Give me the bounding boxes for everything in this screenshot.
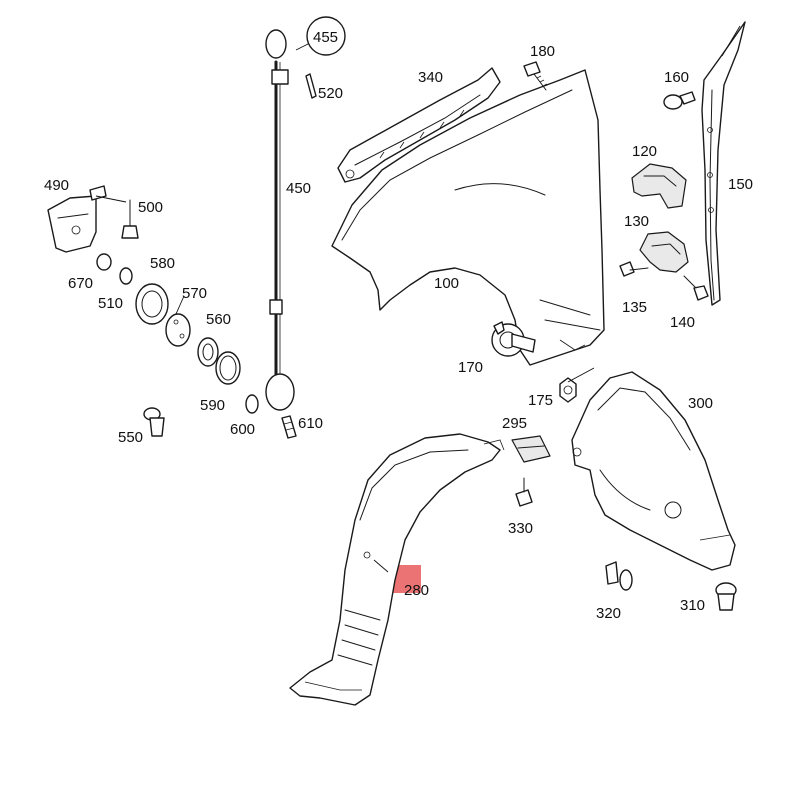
- part-170-stud[interactable]: [491, 321, 536, 357]
- callout-160: 160: [664, 69, 689, 86]
- callout-300: 300: [688, 395, 713, 412]
- part-330-screw[interactable]: [515, 477, 533, 507]
- callout-180: 180: [530, 43, 555, 60]
- part-295-clip[interactable]: [511, 435, 551, 463]
- callout-500: 500: [138, 199, 163, 216]
- callout-600: 600: [230, 421, 255, 438]
- part-520-clip[interactable]: [305, 73, 317, 99]
- part-100-front-fender[interactable]: [331, 69, 605, 366]
- part-175-nut[interactable]: [559, 377, 577, 403]
- callout-labels: 455 520 450 610 340 180 100 170 175 160 …: [44, 16, 753, 622]
- callout-560: 560: [206, 311, 231, 328]
- part-150-side-trim[interactable]: [701, 21, 746, 306]
- part-160-clip[interactable]: [663, 91, 696, 110]
- callout-140: 140: [670, 314, 695, 331]
- part-570-cap[interactable]: [165, 313, 191, 347]
- part-130-bracket[interactable]: [639, 231, 689, 273]
- part-180-bolt[interactable]: [523, 61, 548, 91]
- callout-310: 310: [680, 597, 705, 614]
- callout-455: 455: [313, 29, 338, 46]
- callout-120: 120: [632, 143, 657, 160]
- part-580-seal-ring[interactable]: [135, 283, 169, 325]
- callout-150: 150: [728, 176, 753, 193]
- part-120-bracket[interactable]: [631, 163, 687, 209]
- callout-175: 175: [528, 392, 553, 409]
- callout-135: 135: [622, 299, 647, 316]
- leader-lines: [95, 25, 741, 573]
- callout-280: 280: [404, 582, 429, 599]
- callout-490: 490: [44, 177, 69, 194]
- callout-550: 550: [118, 429, 143, 446]
- callout-100: 100: [434, 275, 459, 292]
- callout-295: 295: [502, 415, 527, 432]
- part-510-nut[interactable]: [119, 267, 133, 285]
- callout-320: 320: [596, 605, 621, 622]
- part-300-wheel-arch-liner[interactable]: [571, 371, 736, 571]
- callout-570: 570: [182, 285, 207, 302]
- part-600-washer[interactable]: [245, 394, 259, 414]
- part-320-fastener[interactable]: [605, 561, 633, 591]
- part-550-push-pin[interactable]: [143, 407, 165, 437]
- callout-580: 580: [150, 255, 175, 272]
- callout-520: 520: [318, 85, 343, 102]
- part-450-support-rod[interactable]: [265, 29, 295, 411]
- part-500-bolt[interactable]: [121, 199, 139, 239]
- part-140-bolt[interactable]: [683, 275, 709, 301]
- callout-610: 610: [298, 415, 323, 432]
- callout-670: 670: [68, 275, 93, 292]
- part-280-wheel-arch-liner[interactable]: [289, 433, 505, 706]
- callout-170: 170: [458, 359, 483, 376]
- callout-450: 450: [286, 180, 311, 197]
- part-590-o-ring[interactable]: [215, 351, 241, 385]
- callout-130: 130: [624, 213, 649, 230]
- callout-590: 590: [200, 397, 225, 414]
- part-610-spring[interactable]: [281, 415, 297, 439]
- part-310-clip[interactable]: [715, 582, 737, 611]
- part-135-bolt[interactable]: [619, 261, 649, 277]
- callout-510: 510: [98, 295, 123, 312]
- callout-340: 340: [418, 69, 443, 86]
- part-560-grommet[interactable]: [197, 337, 219, 367]
- part-340-bracket-rail[interactable]: [337, 67, 501, 183]
- callout-330: 330: [508, 520, 533, 537]
- part-670-nut[interactable]: [96, 253, 112, 271]
- part-490-bracket[interactable]: [47, 185, 107, 253]
